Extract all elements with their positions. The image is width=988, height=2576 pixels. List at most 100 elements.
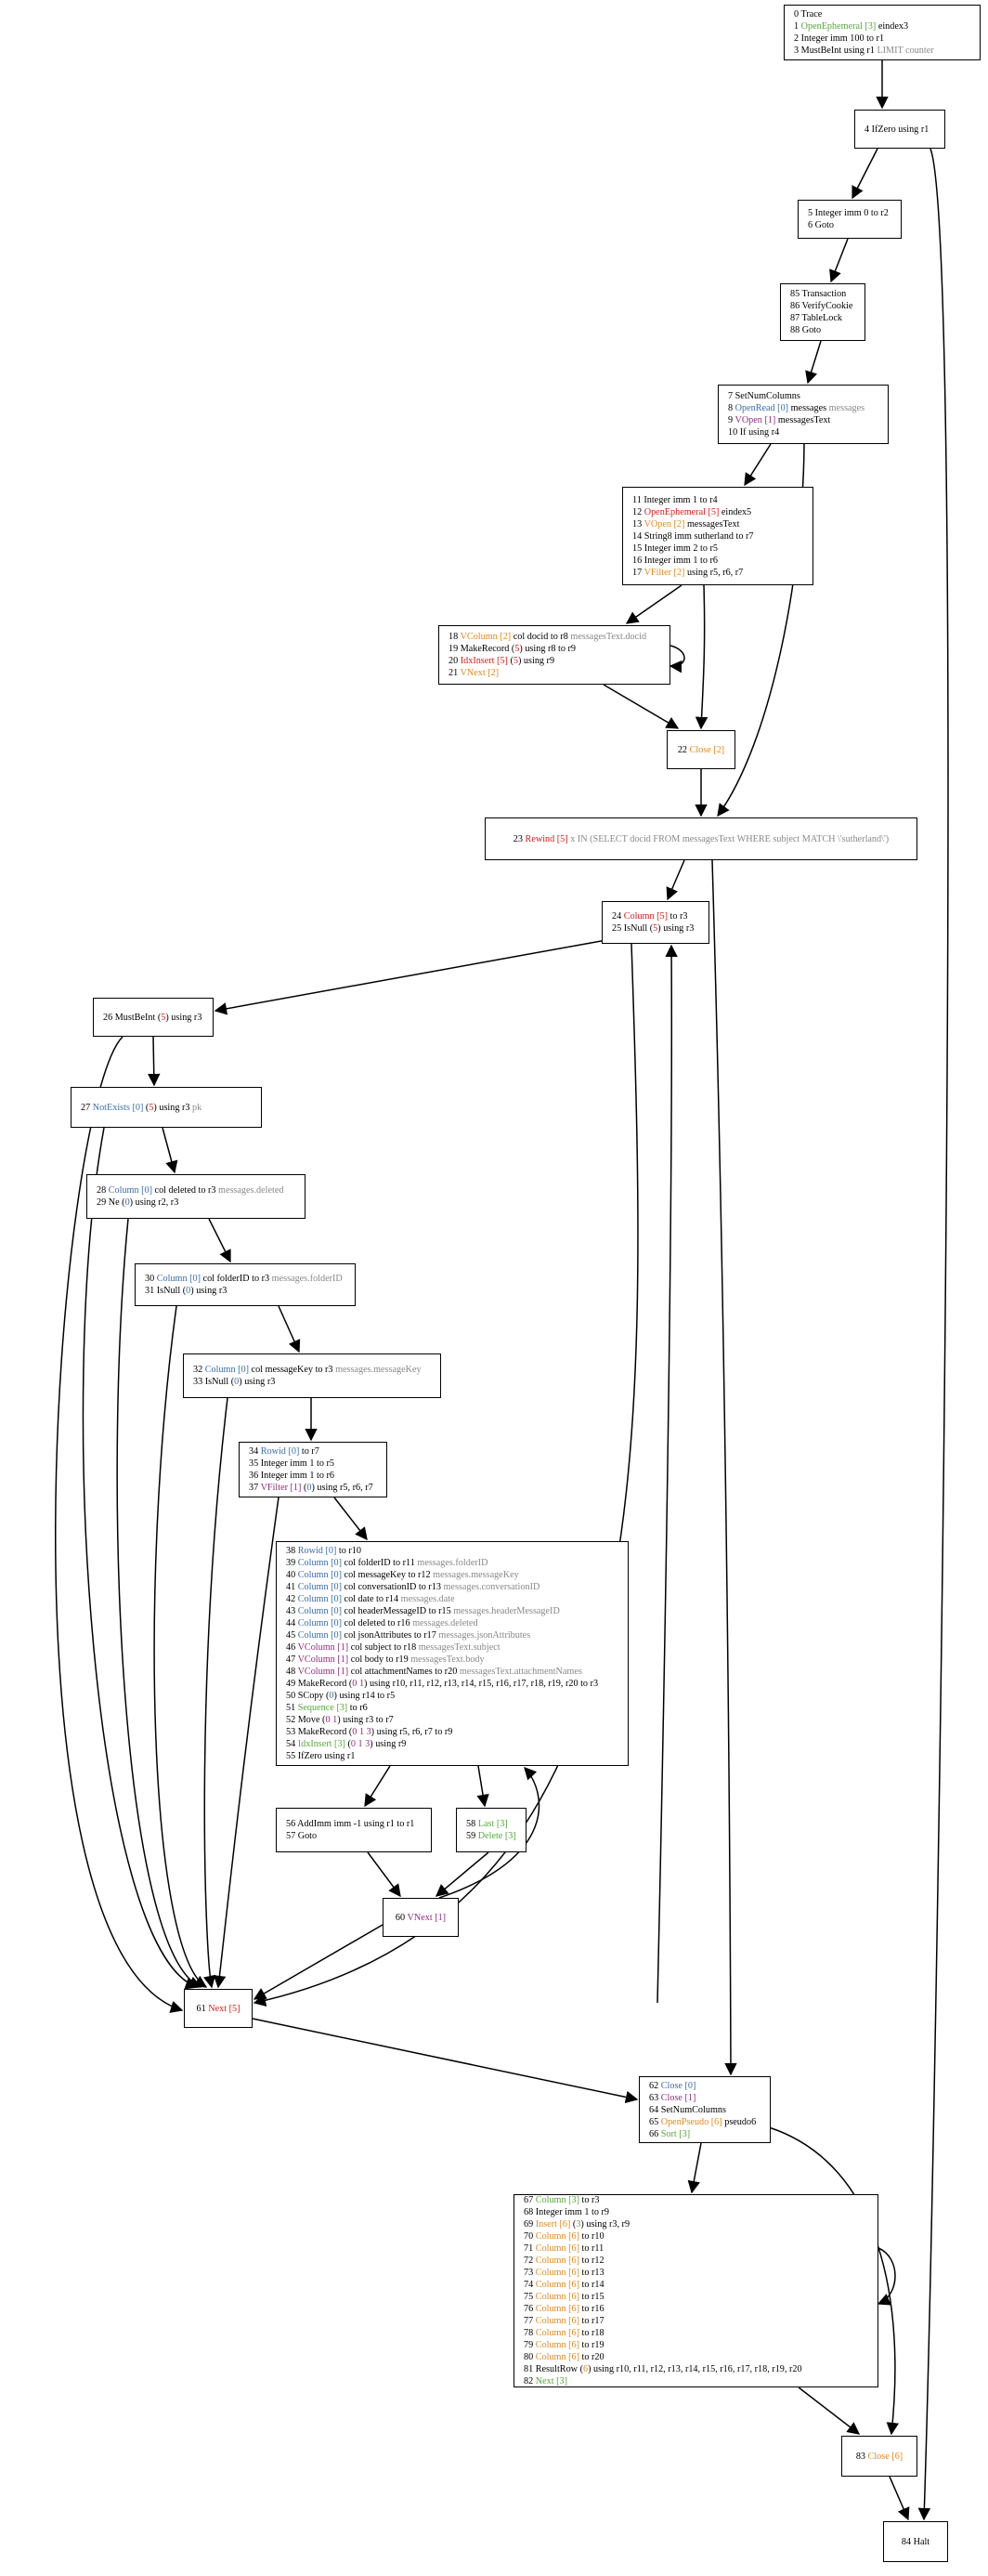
line-segment: messagesText.attachmentNames [459, 1667, 582, 1677]
line-segment: 31 IsNull ( [145, 1286, 187, 1296]
line-segment: 7 SetNumColumns [728, 391, 800, 401]
line-segment: VColumn [2] [460, 632, 512, 642]
edge-arrow [148, 1036, 161, 1087]
line-segment: Rewind [5] [525, 833, 568, 844]
node-line: 79 Column [6] to r19 [524, 2339, 868, 2351]
node-n85: 85 Transaction 86 VerifyCookie 87 TableLoc… [780, 283, 865, 341]
line-segment: col attachmentNames to r20 [348, 1667, 460, 1677]
node-line: 62 Close [0] [649, 2080, 760, 2092]
node-line: 87 TableLock [790, 312, 855, 324]
line-segment: Close [6] [867, 2451, 904, 2462]
line-segment: 76 [524, 2304, 536, 2314]
line-segment: 3 MustBeInt using r1 [794, 46, 878, 56]
line-segment: IdxInsert [3] [297, 1739, 345, 1749]
edge-arrow [666, 859, 685, 901]
line-segment: 42 [286, 1594, 298, 1604]
line-segment: 12 [632, 506, 644, 517]
line-segment: to r20 [579, 2352, 604, 2362]
node-line: 6 Goto [808, 219, 891, 231]
line-segment: 80 [524, 2352, 536, 2362]
line-segment: 62 [649, 2080, 661, 2091]
line-segment: ) using r3 [239, 1377, 276, 1387]
line-segment: 5 [653, 923, 658, 934]
line-segment: 53 MakeRecord ( [286, 1727, 353, 1737]
line-segment: 72 [524, 2256, 536, 2266]
node-line: 8 OpenRead [0] messages messages [728, 402, 878, 414]
node-line: 65 OpenPseudo [6] pseudo6 [649, 2116, 760, 2128]
node-n58: 58 Last [3]59 Delete [3] [456, 1808, 526, 1852]
node-n30: 30 Column [0] col folderID to r3 message… [135, 1263, 356, 1306]
line-segment: 33 IsNull ( [193, 1377, 235, 1387]
node-n61: 61 Next [5] [184, 1989, 253, 2028]
line-segment: Close [0] [660, 2080, 696, 2091]
line-segment: 36 Integer imm 1 to r6 [249, 1471, 334, 1481]
edge-arrow [82, 1127, 199, 1990]
line-segment: 3 [576, 2219, 581, 2229]
line-segment: using r5, r6, r7 [684, 567, 744, 578]
line-segment: 30 [145, 1274, 157, 1284]
line-segment: 71 [524, 2243, 536, 2254]
line-segment: Insert [6] [535, 2219, 571, 2229]
line-segment: Column [6] [535, 2256, 579, 2266]
line-segment: 78 [524, 2328, 536, 2338]
line-segment: 64 SetNumColumns [649, 2104, 726, 2115]
line-segment: 63 [649, 2092, 661, 2103]
line-segment: Rowid [0] [297, 1546, 337, 1556]
line-segment: 70 [524, 2231, 536, 2242]
line-segment: 14 String8 imm sutherland to r7 [632, 530, 754, 542]
line-segment: 85 Transaction [790, 289, 847, 299]
line-segment: to r6 [347, 1703, 368, 1713]
line-segment: col body to r19 [348, 1654, 411, 1665]
edge-arrow [917, 148, 949, 2521]
line-segment: eindex3 [876, 21, 909, 32]
node-line: 45 Column [0] col jsonAttributes to r17 … [286, 1629, 618, 1641]
line-segment: VOpen [1] [734, 415, 776, 425]
line-segment: ( [507, 656, 514, 666]
line-segment: 79 [524, 2340, 536, 2350]
line-segment: 6 Goto [808, 220, 835, 230]
line-segment: Column [0] [297, 1570, 342, 1580]
edge-arrow [805, 340, 822, 385]
line-segment: messages.deleted [412, 1618, 478, 1628]
node-line: 71 Column [6] to r11 [524, 2243, 868, 2255]
edge-arrow [711, 859, 737, 2076]
line-segment: x IN (SELECT docid FROM messagesText WHE… [567, 833, 890, 844]
line-segment: messages.folderID [271, 1274, 343, 1284]
node-line: 46 VColumn [1] col subject to r18 messag… [286, 1641, 618, 1654]
line-segment: 87 TableLock [790, 313, 842, 323]
node-line: 14 String8 imm sutherland to r7 [632, 530, 803, 543]
node-line: 34 Rowid [0] to r7 [249, 1445, 377, 1458]
node-line: 10 If using r4 [728, 426, 878, 438]
line-segment: ) using r3 [153, 1102, 193, 1113]
node-line: 7 SetNumColumns [728, 390, 878, 402]
node-line: 4 IfZero using r1 [864, 124, 935, 136]
edge-arrow [438, 1767, 540, 1899]
line-segment: 20 [448, 656, 461, 666]
line-segment: 5 [161, 1012, 166, 1023]
line-segment: Column [6] [535, 2328, 579, 2338]
node-line: 37 VFilter [1] (0) using r5, r6, r7 [249, 1482, 377, 1494]
line-segment: col messageKey to r3 [249, 1365, 336, 1375]
line-segment: 27 [81, 1102, 93, 1113]
line-segment: 69 [524, 2219, 536, 2229]
node-line: 56 AddImm imm -1 using r1 to r1 [286, 1818, 422, 1830]
line-segment: to r14 [579, 2280, 604, 2290]
node-line: 16 Integer imm 1 to r6 [632, 555, 803, 567]
line-segment: 86 VerifyCookie [790, 301, 853, 311]
line-segment: Column [6] [535, 2352, 579, 2362]
line-segment: to r15 [579, 2292, 604, 2302]
line-segment: to r18 [579, 2328, 604, 2338]
line-segment: ) using r10, r11, r12, r13, r14, r15, r1… [364, 1679, 599, 1689]
node-line: 77 Column [6] to r17 [524, 2315, 868, 2327]
line-segment: 59 [466, 1831, 478, 1841]
line-segment: 48 [286, 1667, 298, 1677]
line-segment: OpenPseudo [6] [660, 2116, 722, 2127]
line-segment: ( [570, 2219, 577, 2229]
line-segment: 75 [524, 2292, 536, 2302]
node-n28: 28 Column [0] col deleted to r3 messages… [86, 1174, 306, 1219]
line-segment: Column [0] [297, 1594, 342, 1604]
line-segment: col subject to r18 [348, 1642, 419, 1653]
line-segment: 15 Integer imm 2 to r5 [632, 543, 718, 554]
